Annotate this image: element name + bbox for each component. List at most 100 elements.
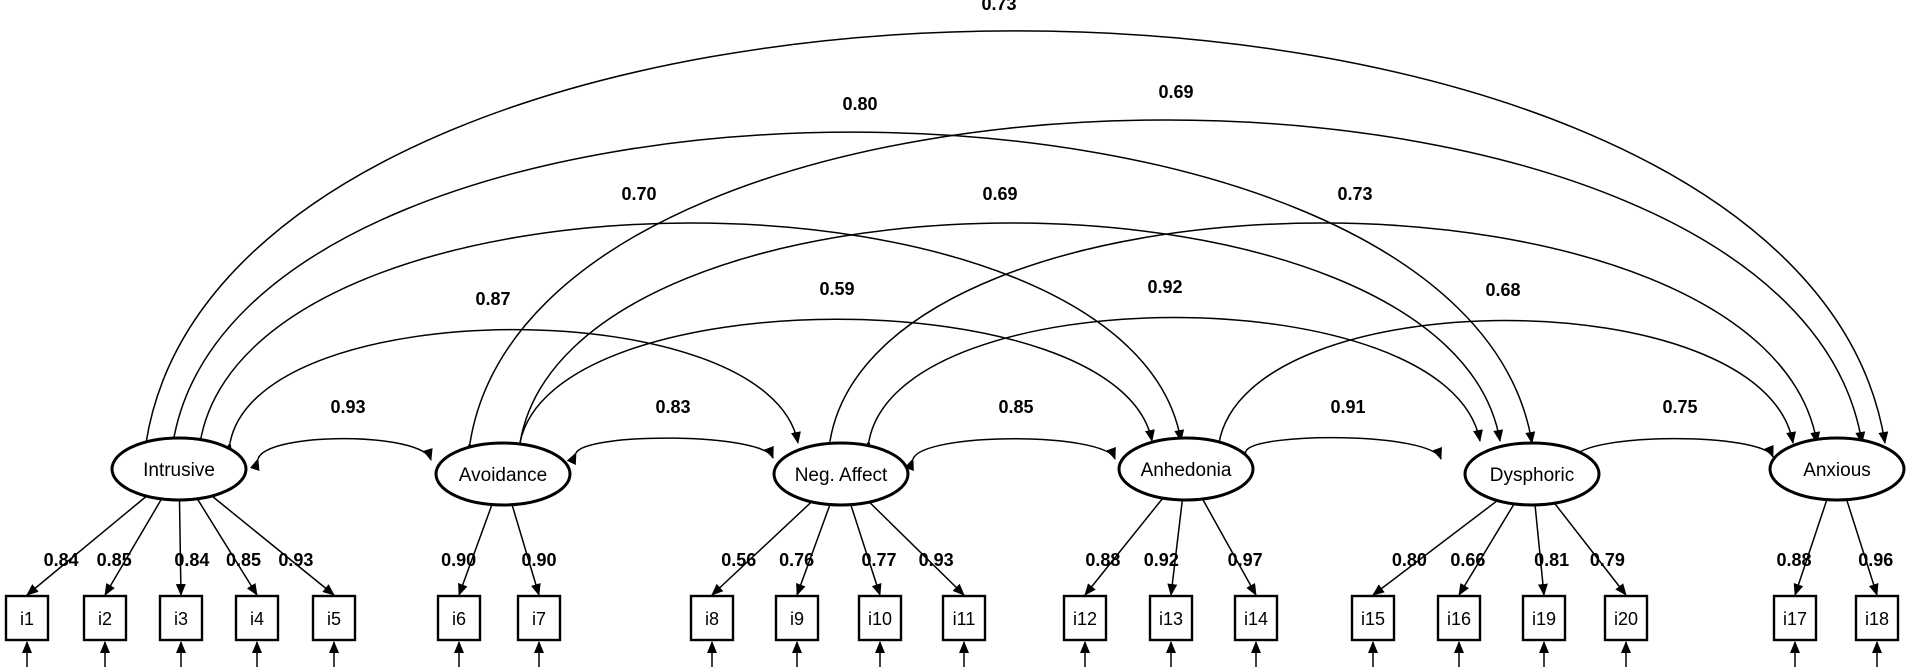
item-label-i1: i1 (20, 609, 34, 629)
corr-value-intrusive-dysphoric: 0.80 (842, 94, 877, 114)
item-box-i17 (1772, 594, 1818, 642)
corr-arc-intrusive-negaffect (223, 328, 801, 455)
loading-value-i18: 0.96 (1858, 550, 1893, 570)
item-box-i7 (516, 594, 562, 642)
loading-arrow-i12 (1084, 497, 1164, 596)
loading-arrow-i4 (196, 498, 258, 596)
loading-value-i17: 0.88 (1776, 550, 1811, 570)
item-box-i16 (1436, 594, 1482, 642)
item-label-i9: i9 (790, 609, 804, 629)
factor-label-anhedonia: Anhedonia (1141, 460, 1232, 481)
loading-value-i12: 0.88 (1085, 550, 1120, 570)
loading-arrow-i16 (1458, 503, 1515, 596)
factor-label-anxious: Anxious (1803, 460, 1871, 481)
item-label-i7: i7 (532, 609, 546, 629)
loading-value-i13: 0.92 (1144, 550, 1179, 570)
loading-value-i2: 0.85 (97, 550, 132, 570)
corr-value-negaffect-anhedonia: 0.85 (998, 397, 1033, 417)
factor-label-dysphoric: Dysphoric (1490, 465, 1574, 486)
corr-arc-avoidance-anhedonia (512, 318, 1155, 455)
loading-arrow-i8 (711, 501, 813, 596)
corr-arc-intrusive-anhedonia (193, 222, 1185, 455)
loading-value-i20: 0.79 (1590, 550, 1625, 570)
loading-arrow-i2 (104, 498, 163, 596)
loading-value-i7: 0.90 (521, 550, 556, 570)
corr-arc-negaffect-dysphoric (862, 316, 1483, 453)
loading-value-i14: 0.97 (1228, 550, 1263, 570)
corr-arc-avoidance-negaffect (566, 437, 774, 466)
item-label-i16: i16 (1447, 609, 1471, 629)
item-label-i12: i12 (1073, 609, 1097, 629)
corr-arc-negaffect-anhedonia (904, 438, 1116, 472)
item-label-i2: i2 (98, 609, 112, 629)
item-label-i13: i13 (1159, 609, 1183, 629)
item-box-i9 (774, 594, 820, 642)
item-box-i14 (1233, 594, 1279, 642)
item-box-i19 (1521, 594, 1567, 642)
loading-arrow-i6 (458, 504, 493, 596)
corr-value-dysphoric-anxious: 0.75 (1662, 397, 1697, 417)
item-box-i10 (857, 594, 903, 642)
item-label-i6: i6 (452, 609, 466, 629)
loading-value-i15: 0.80 (1392, 550, 1427, 570)
loading-value-i9: 0.76 (779, 550, 814, 570)
corr-arc-negaffect-anxious (823, 222, 1821, 453)
factor-intrusive (110, 436, 248, 502)
item-label-i17: i17 (1783, 609, 1807, 629)
loading-arrow-i5 (211, 495, 335, 596)
corr-value-avoidance-anhedonia: 0.59 (819, 279, 854, 299)
item-label-i11: i11 (953, 609, 976, 629)
loading-arrow-i15 (1372, 499, 1498, 596)
loading-value-i16: 0.66 (1450, 550, 1485, 570)
item-label-i4: i4 (250, 609, 264, 629)
item-label-i20: i20 (1614, 609, 1638, 629)
factor-label-intrusive: Intrusive (143, 460, 215, 481)
loading-arrow-i17 (1793, 499, 1828, 596)
loading-value-i1: 0.84 (44, 550, 79, 570)
corr-value-avoidance-negaffect: 0.83 (655, 397, 690, 417)
corr-arc-dysphoric-anxious (1565, 437, 1774, 471)
factor-dysphoric (1463, 441, 1601, 507)
node-layer: Intrusive Avoidance Neg. Affect Anhedonia Dy… (4, 436, 1906, 667)
corr-value-avoidance-anxious: 0.69 (1158, 82, 1193, 102)
item-box-i6 (436, 594, 482, 642)
corr-value-negaffect-dysphoric: 0.92 (1147, 277, 1182, 297)
factor-avoidance (434, 441, 572, 507)
item-box-i18 (1854, 594, 1900, 642)
corr-value-intrusive-anxious: 0.73 (981, 0, 1016, 14)
item-label-i3: i3 (174, 609, 188, 629)
loading-value-i11: 0.93 (919, 550, 954, 570)
item-label-i10: i10 (868, 609, 892, 629)
item-label-i5: i5 (327, 609, 341, 629)
corr-arc-intrusive-dysphoric (166, 131, 1536, 455)
item-box-i3 (158, 594, 204, 642)
item-box-i8 (689, 594, 735, 642)
loading-arrow-i18 (1845, 499, 1879, 596)
corr-value-anhedonia-dysphoric: 0.91 (1330, 397, 1365, 417)
factor-label-negaffect: Neg. Affect (795, 465, 888, 486)
item-box-i11 (941, 594, 987, 642)
loading-value-i6: 0.90 (441, 550, 476, 570)
corr-arc-intrusive-anxious (139, 30, 1889, 455)
item-label-i15: i15 (1361, 609, 1385, 629)
item-box-i2 (82, 594, 128, 642)
loading-arrow-i13 (1167, 499, 1184, 596)
loading-arrow-i11 (868, 501, 965, 596)
corr-arc-intrusive-avoidance (249, 437, 433, 472)
corr-arc-avoidance-anxious (463, 119, 1866, 455)
loading-value-i3: 0.84 (174, 550, 209, 570)
loading-arrow-i3 (175, 499, 186, 596)
corr-arc-anhedonia-anxious (1212, 319, 1796, 455)
corr-value-intrusive-anhedonia: 0.70 (621, 184, 656, 204)
factor-label-avoidance: Avoidance (459, 465, 547, 486)
item-box-i4 (234, 594, 280, 642)
item-box-i1 (4, 594, 50, 642)
corr-value-anhedonia-anxious: 0.68 (1485, 280, 1520, 300)
loading-value-i10: 0.77 (862, 550, 897, 570)
corr-arc-avoidance-dysphoric (513, 222, 1504, 455)
factor-negaffect (772, 441, 910, 507)
corr-value-avoidance-dysphoric: 0.69 (982, 184, 1017, 204)
